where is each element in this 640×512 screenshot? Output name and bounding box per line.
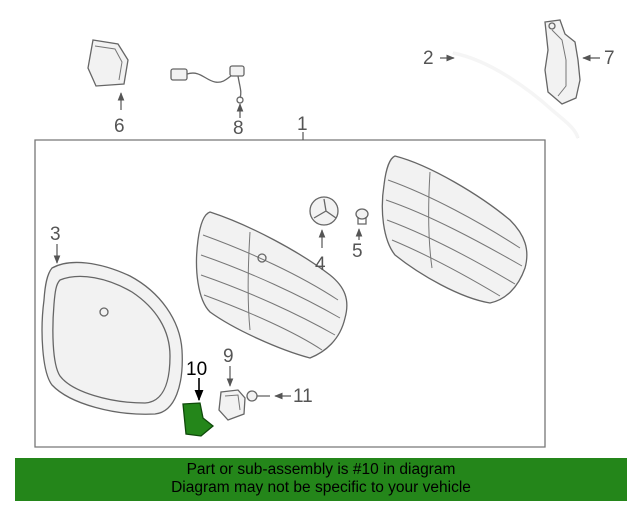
banner-line-1: Part or sub-assembly is #10 in diagram xyxy=(186,461,456,478)
part-4-emblem[interactable] xyxy=(309,196,339,226)
callout-3[interactable]: 3 xyxy=(50,224,61,245)
part-grille-center[interactable] xyxy=(195,211,348,359)
callout-9[interactable]: 9 xyxy=(223,346,234,367)
callout-8[interactable]: 8 xyxy=(233,118,244,139)
callout-10[interactable]: 10 xyxy=(186,359,207,380)
parts-diagram: 6 8 2 7 1 3 xyxy=(34,19,615,448)
part-10-bracket-highlighted[interactable] xyxy=(182,402,215,437)
part-grille-right[interactable] xyxy=(381,155,528,304)
part-11-screw[interactable] xyxy=(246,390,270,402)
callout-1[interactable]: 1 xyxy=(297,114,308,135)
banner-line-2: Diagram may not be specific to your vehi… xyxy=(171,479,471,496)
callout-6[interactable]: 6 xyxy=(114,116,125,137)
callout-4[interactable]: 4 xyxy=(315,254,326,275)
callout-5[interactable]: 5 xyxy=(352,241,363,262)
info-banner: Part or sub-assembly is #10 in diagram D… xyxy=(15,458,627,501)
part-2-seal-strip[interactable] xyxy=(452,51,580,139)
part-7-bracket[interactable] xyxy=(544,19,581,105)
part-6-cover[interactable] xyxy=(87,39,129,87)
part-3-grille-frame[interactable] xyxy=(41,261,183,415)
part-5-clip[interactable] xyxy=(355,208,369,225)
callout-7[interactable]: 7 xyxy=(604,48,615,69)
assembly-frame xyxy=(34,139,546,448)
part-9-holder[interactable] xyxy=(218,389,246,421)
callout-11[interactable]: 11 xyxy=(293,386,313,407)
part-8-sensor[interactable] xyxy=(170,65,245,104)
callout-2[interactable]: 2 xyxy=(423,48,434,69)
